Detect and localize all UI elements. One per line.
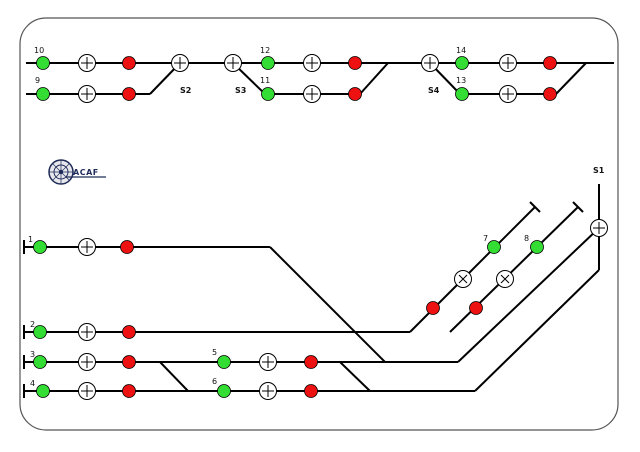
signal-red[interactable] (348, 56, 362, 70)
track-label-12: 12 (260, 46, 270, 55)
signal-green[interactable] (261, 87, 275, 101)
switch-marker[interactable] (78, 54, 96, 72)
signal-green[interactable] (217, 355, 231, 369)
switch-s4-marker[interactable] (421, 54, 439, 72)
track-label-9: 9 (35, 76, 40, 85)
switch-s3-marker[interactable] (224, 54, 242, 72)
track-label-2: 2 (30, 320, 35, 329)
signal-red[interactable] (426, 301, 440, 315)
signal-green[interactable] (530, 240, 544, 254)
signal-red[interactable] (469, 301, 483, 315)
signal-red[interactable] (348, 87, 362, 101)
switch-marker[interactable] (78, 85, 96, 103)
switch-marker[interactable] (499, 85, 517, 103)
switch-markers (78, 54, 608, 400)
signal-red[interactable] (543, 87, 557, 101)
switch-label-s2: S2 (180, 86, 191, 95)
signal-green[interactable] (33, 325, 47, 339)
signal-red[interactable] (122, 355, 136, 369)
track-label-6: 6 (212, 377, 217, 386)
signal-red[interactable] (304, 355, 318, 369)
switch-label-s4: S4 (428, 86, 440, 95)
switch-labels: S2 S3 S4 S1 (180, 86, 605, 175)
track-label-8: 8 (524, 234, 529, 243)
track-lines (23, 62, 614, 398)
signal-green[interactable] (36, 87, 50, 101)
signal-green[interactable] (217, 384, 231, 398)
track-label-4: 4 (30, 379, 35, 388)
track-label-3: 3 (30, 350, 35, 359)
panel-frame (19, 17, 619, 431)
switch-marker[interactable] (78, 323, 96, 341)
switch-marker[interactable] (78, 238, 96, 256)
signal-green[interactable] (36, 56, 50, 70)
switch-marker[interactable] (259, 353, 277, 371)
switch-marker[interactable] (303, 54, 321, 72)
signal-green[interactable] (33, 355, 47, 369)
cross-marker[interactable] (454, 270, 472, 288)
signal-red[interactable] (122, 56, 136, 70)
track-label-14: 14 (456, 46, 466, 55)
signal-red[interactable] (304, 384, 318, 398)
switch-label-s1: S1 (593, 166, 605, 175)
switch-marker[interactable] (499, 54, 517, 72)
switch-s2-marker[interactable] (171, 54, 189, 72)
acaf-logo: ACAF (48, 159, 106, 185)
signal-red[interactable] (120, 240, 134, 254)
signal-red[interactable] (122, 384, 136, 398)
track-label-1: 1 (28, 235, 33, 244)
logo-text: ACAF (73, 168, 99, 177)
track-label-13: 13 (456, 76, 466, 85)
signal-green[interactable] (33, 240, 47, 254)
signal-red[interactable] (543, 56, 557, 70)
signals (33, 56, 557, 398)
switch-marker[interactable] (78, 353, 96, 371)
signal-green[interactable] (455, 87, 469, 101)
switch-marker[interactable] (78, 382, 96, 400)
track-label-7: 7 (483, 234, 488, 243)
signal-green[interactable] (487, 240, 501, 254)
track-label-5: 5 (212, 348, 217, 357)
switch-marker[interactable] (259, 382, 277, 400)
track-label-11: 11 (260, 76, 270, 85)
signal-red[interactable] (122, 325, 136, 339)
switch-marker[interactable] (303, 85, 321, 103)
signal-red[interactable] (122, 87, 136, 101)
signal-green[interactable] (455, 56, 469, 70)
signal-green[interactable] (36, 384, 50, 398)
switch-label-s3: S3 (235, 86, 246, 95)
track-number-labels: 10 9 12 11 14 13 1 2 3 4 5 6 7 8 (28, 46, 529, 388)
track-label-10: 10 (34, 46, 44, 55)
signal-green[interactable] (261, 56, 275, 70)
cross-marker[interactable] (496, 270, 514, 288)
switch-s1-marker[interactable] (590, 219, 608, 237)
